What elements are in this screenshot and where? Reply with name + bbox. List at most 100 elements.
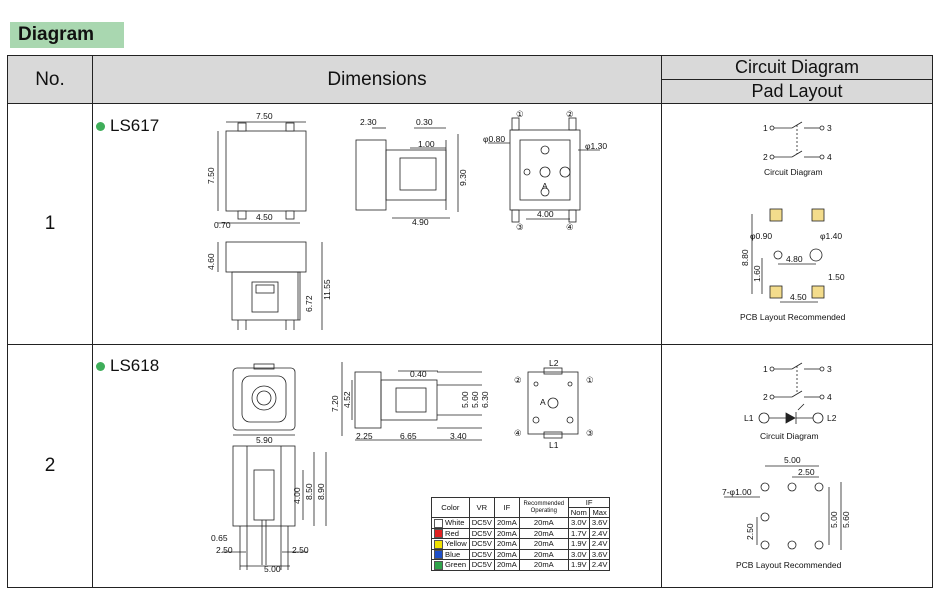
table-header: VR (468, 497, 495, 518)
node-label: 2 (763, 152, 768, 162)
table-cell: 20mA (493, 517, 520, 529)
table-cell: 1.9V (567, 538, 590, 550)
dim-label: 1.00 (418, 139, 435, 149)
table-cell: 20mA (493, 548, 520, 560)
bullet-dot-icon (96, 361, 105, 371)
circuit-caption: Circuit Diagram (764, 167, 823, 177)
node-label: 3 (827, 123, 832, 133)
model-label-ls618: LS618 (96, 356, 159, 376)
dim-label: 4.90 (412, 217, 429, 227)
dim-label: 5.60 (470, 391, 480, 408)
pad-hole (787, 540, 797, 550)
dim-label: 4.50 (790, 292, 807, 302)
table-cell: 20mA (493, 559, 520, 571)
dim-label: 2.30 (360, 117, 377, 127)
pad-square (769, 285, 783, 299)
color-cell: Yellow (431, 538, 470, 550)
pin-label: ③ (516, 222, 524, 232)
table-cell: 1.9V (567, 559, 590, 571)
dim-label: 11.55 (322, 279, 332, 300)
node-label: L2 (827, 413, 837, 423)
table-cell: DC5V (468, 548, 495, 560)
pin-label: ② (514, 375, 522, 385)
grid-line (92, 56, 93, 587)
ls618-bottom-view (527, 371, 579, 435)
table-header: Nom (567, 507, 590, 518)
dim-label: 5.00 (264, 564, 281, 574)
dim-label: 2.25 (356, 431, 373, 441)
dim-label: 2.50 (798, 467, 815, 477)
dim-label: 4.80 (786, 254, 803, 264)
color-cell: Green (431, 559, 470, 571)
pad-hole (787, 482, 797, 492)
grid-line (662, 79, 932, 80)
mark-label: A (540, 397, 546, 407)
dim-label: 5.60 (841, 511, 851, 528)
ls617-bottom-view (509, 129, 581, 211)
dim-label: 8.80 (740, 249, 750, 266)
dim-label: 7.50 (256, 111, 273, 121)
node-label: 4 (827, 152, 832, 162)
pad-hole (760, 540, 770, 550)
model-name: LS617 (110, 116, 160, 135)
table-cell: 20mA (518, 559, 569, 571)
dim-label: 0.65 (211, 533, 228, 543)
ls618-top-view (232, 367, 296, 431)
dim-label: 9.30 (458, 169, 468, 186)
dim-label: 0.30 (416, 117, 433, 127)
pin-label: ④ (514, 428, 522, 438)
row-number-2: 2 (44, 455, 56, 476)
color-swatch-icon (434, 539, 443, 549)
table-cell: 2.4V (588, 559, 611, 571)
mark-label: A (542, 181, 548, 191)
color-swatch-icon (434, 560, 443, 570)
pin-label: ① (516, 109, 524, 119)
model-name: LS618 (110, 356, 160, 375)
table-cell: 1.7V (567, 527, 590, 539)
dim-label: 7.20 (330, 395, 340, 412)
pad-square (811, 208, 825, 222)
dim-label: 4.00 (537, 209, 554, 219)
pad-hole (773, 250, 783, 260)
dim-label: 5.00 (460, 391, 470, 408)
header-circuit-diagram: Circuit Diagram (662, 56, 932, 79)
ls617-top-view (225, 130, 307, 212)
color-swatch-icon (434, 529, 443, 538)
circuit-caption: Circuit Diagram (760, 431, 819, 441)
grid-line (8, 344, 932, 345)
dim-label: 1.50 (828, 272, 845, 282)
dim-label: 5.00 (829, 511, 839, 528)
table-header: IF (493, 497, 520, 518)
table-cell: 20mA (518, 538, 569, 550)
spec-table: No. Dimensions Circuit Diagram Pad Layou… (7, 55, 933, 588)
dim-label: 4.52 (342, 391, 352, 408)
ls618-front-view (232, 445, 296, 527)
color-cell: White (431, 517, 470, 529)
table-cell: 20mA (518, 548, 569, 560)
dim-label: 4.00 (292, 487, 302, 504)
table-cell: 20mA (493, 527, 520, 539)
dim-label: 7.50 (206, 167, 216, 184)
color-name: Yellow (445, 539, 467, 548)
pin-label: ④ (566, 222, 574, 232)
dim-label: φ1.30 (585, 141, 607, 151)
color-name: Blue (445, 549, 461, 559)
table-header: Max (588, 507, 611, 518)
dim-label: 2.50 (292, 545, 309, 555)
pin-label: L1 (549, 440, 559, 450)
pad-hole (814, 482, 824, 492)
pad-hole (760, 482, 770, 492)
pad-square (769, 208, 783, 222)
dim-label: 6.72 (304, 295, 314, 312)
color-name: White (445, 518, 465, 527)
dim-label: φ0.80 (483, 134, 505, 144)
table-cell: DC5V (468, 517, 495, 529)
table-cell: 3.0V (567, 517, 590, 529)
table-cell: 3.0V (567, 548, 590, 560)
dim-label: 3.40 (450, 431, 467, 441)
led-color-table: Color VR IF Recommended Operating IF Nom… (431, 497, 611, 571)
table-cell: 3.6V (588, 548, 611, 560)
